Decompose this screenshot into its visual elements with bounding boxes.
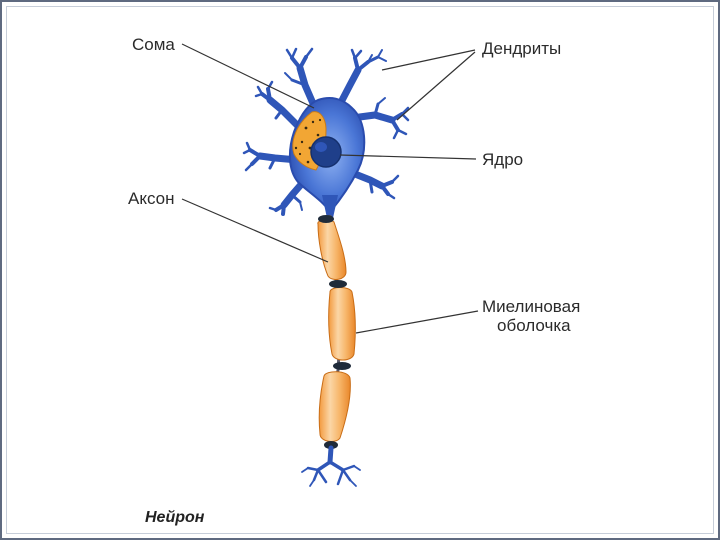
myelin-segment-3 [318,371,351,442]
label-dendrites: Дендриты [482,39,562,58]
leader-lines [181,43,479,334]
label-myelin-line2: оболочка [497,316,571,335]
leader-dendrites-1 [381,49,476,71]
label-myelin-line1: Миелиновая [482,297,581,316]
nucleus [310,136,342,168]
leader-myelin [355,310,479,334]
label-nucleus: Ядро [482,150,524,169]
nodes-of-ranvier [318,215,351,449]
myelin-sheath [317,219,356,442]
axon-hillock [322,195,338,218]
label-soma: Сома [132,35,175,54]
label-axon: Аксон [128,189,175,208]
diagram-caption: Нейрон [145,509,205,526]
myelin-segment-2 [328,287,356,361]
myelin-segment-1 [317,219,347,280]
axon-terminal [301,445,361,487]
leader-nucleus [339,154,477,160]
leader-dendrites-2 [396,51,476,121]
leader-axon [181,198,329,263]
leader-soma [181,43,315,109]
slide-inner-border [6,6,714,534]
nucleolus [315,142,327,152]
